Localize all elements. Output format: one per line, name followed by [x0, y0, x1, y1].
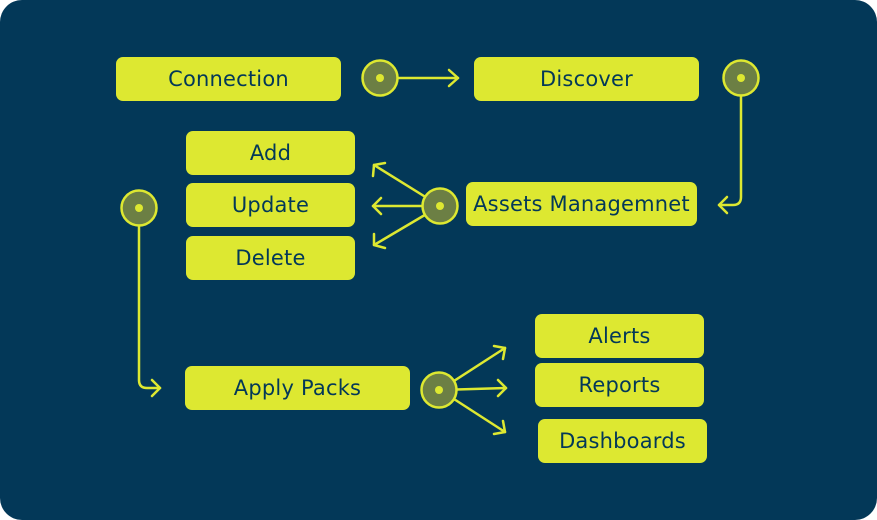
- arrowhead-delete: [372, 232, 387, 250]
- arrowhead-reports: [496, 378, 508, 398]
- node-connection-out: [361, 59, 399, 97]
- assets-management-box: Assets Managemnet: [466, 182, 697, 226]
- arrowhead-assets: [717, 195, 729, 215]
- arrowhead-apply: [150, 378, 162, 398]
- update-box: Update: [186, 183, 355, 227]
- arrowhead-dashboards: [492, 419, 507, 436]
- discover-box: Discover: [474, 57, 699, 101]
- edge-assets-apply: [137, 208, 162, 390]
- reports-box: Reports: [535, 363, 704, 407]
- arrowhead-alerts: [492, 344, 507, 361]
- node-discover-out: [722, 59, 760, 97]
- edge-discover-assets: [717, 78, 743, 207]
- arrowhead-discover: [447, 68, 460, 88]
- connection-box: Connection: [116, 57, 341, 101]
- arrowhead-update: [371, 196, 383, 216]
- arrowhead-add: [371, 161, 387, 178]
- node-assets-hub: [421, 187, 459, 225]
- delete-box: Delete: [186, 236, 355, 280]
- node-apply-hub: [420, 371, 458, 409]
- add-box: Add: [186, 131, 355, 175]
- node-left-start: [120, 189, 158, 227]
- alerts-box: Alerts: [535, 314, 704, 358]
- apply-packs-box: Apply Packs: [185, 366, 410, 410]
- dashboards-box: Dashboards: [538, 419, 707, 463]
